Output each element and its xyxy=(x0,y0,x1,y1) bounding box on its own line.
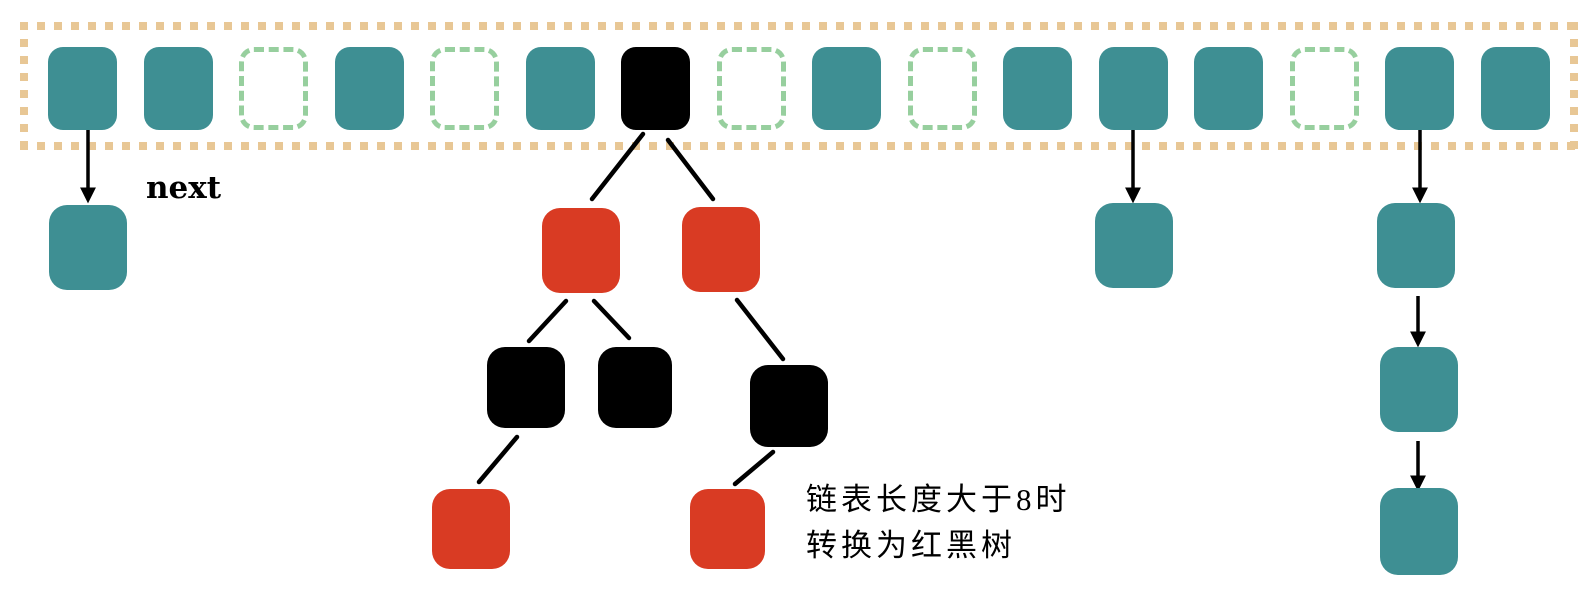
bucket-cell-1 xyxy=(48,47,117,130)
bucket-cell-12 xyxy=(1098,47,1168,130)
bucket-cell-3 xyxy=(239,47,309,130)
edge-blackright-to-red-leaf xyxy=(732,449,776,487)
bucket-array xyxy=(48,47,1550,130)
bucket-cell-14 xyxy=(1289,47,1359,130)
tree-node-black-mid xyxy=(598,347,672,428)
tree-node-black-right xyxy=(750,365,828,447)
bucket-cell-2 xyxy=(143,47,213,130)
chain-node-2 xyxy=(1380,347,1458,432)
next-pointer-label: next xyxy=(146,170,222,206)
caption-line-2: 转换为红黑树 xyxy=(806,528,1016,563)
edge-redright-to-black-right xyxy=(734,297,786,362)
edge-redleft-to-black-left xyxy=(526,298,569,344)
edge-blackleft-to-red-leaf xyxy=(476,434,520,485)
chain-node-3 xyxy=(1380,488,1458,575)
array-border-top xyxy=(20,22,1578,30)
bucket-cell-11 xyxy=(1003,47,1073,130)
array-border-left xyxy=(20,22,28,150)
array-border-bottom xyxy=(20,142,1578,150)
bucket-cell-4 xyxy=(334,47,404,130)
tree-node-red-leaf-left xyxy=(432,489,510,569)
tree-node-red-right xyxy=(682,207,760,292)
tree-node-black-left xyxy=(487,347,565,428)
bucket-cell-15 xyxy=(1385,47,1455,130)
caption-line-1: 链表长度大于8时 xyxy=(806,482,1071,517)
tree-node-red-left xyxy=(542,208,620,293)
list-node-left xyxy=(49,205,127,290)
bucket-cell-7 xyxy=(621,47,691,130)
bucket-cell-6 xyxy=(525,47,595,130)
list-node-middle xyxy=(1095,203,1173,288)
array-border-right xyxy=(1570,22,1578,150)
bucket-cell-5 xyxy=(430,47,500,130)
edge-redleft-to-black-mid xyxy=(591,298,632,341)
treeify-caption: 链表长度大于8时 转换为红黑树 xyxy=(806,477,1071,569)
bucket-cell-16 xyxy=(1480,47,1550,130)
tree-node-red-leaf-right xyxy=(690,489,765,569)
bucket-cell-8 xyxy=(716,47,786,130)
bucket-cell-13 xyxy=(1194,47,1264,130)
bucket-cell-9 xyxy=(812,47,882,130)
bucket-cell-10 xyxy=(907,47,977,130)
chain-node-1 xyxy=(1377,203,1455,288)
